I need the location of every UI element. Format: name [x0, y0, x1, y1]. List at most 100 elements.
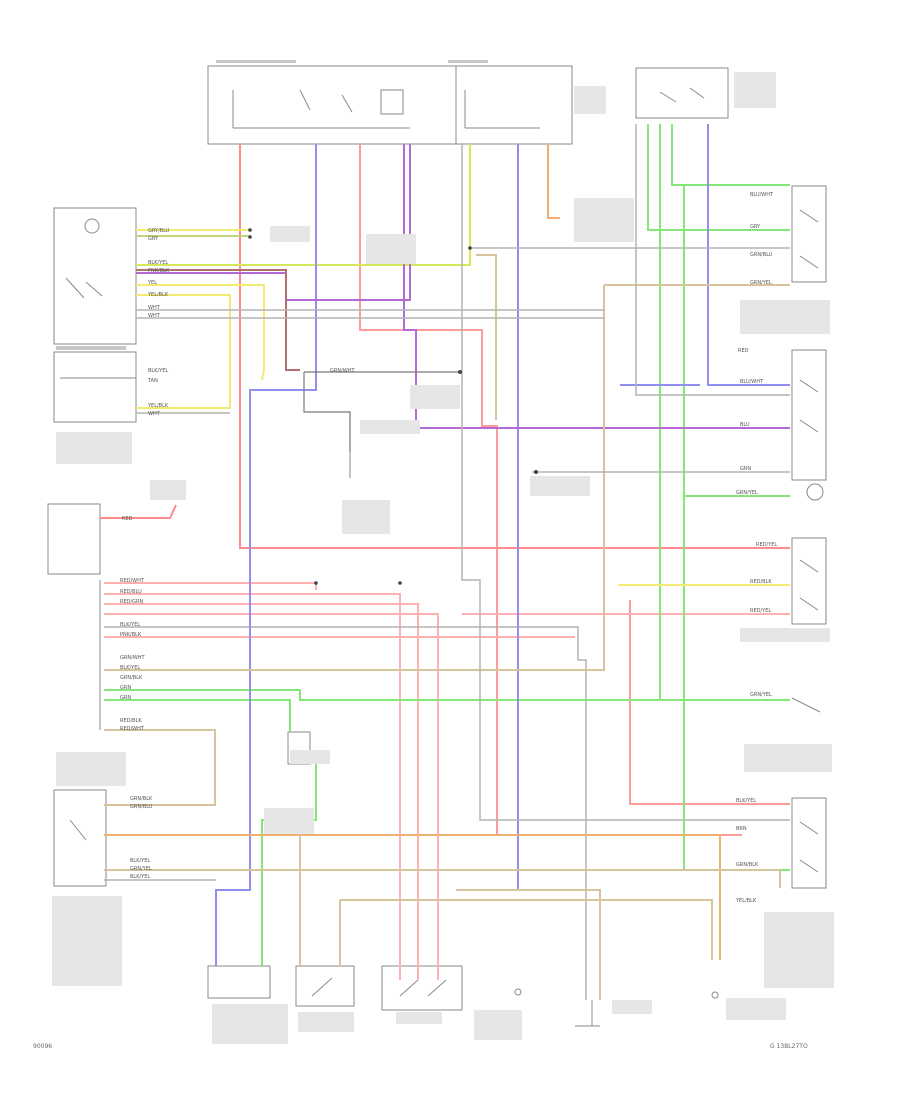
wire-code: RED/GRN: [120, 599, 144, 605]
wire-green-right-2: [647, 124, 790, 231]
wire-orange-1: [547, 144, 560, 219]
wire-code: GRN/YEL: [130, 866, 152, 872]
wire-yellow-green: [136, 144, 471, 266]
wire-red-key: [100, 504, 177, 519]
wire-yellow-1: [136, 284, 265, 381]
wire-yellow-2: [136, 294, 231, 409]
bottom-motor-unit: [207, 965, 271, 999]
wire-tan-4: [456, 889, 601, 1000]
wire-tan-1: [104, 729, 216, 806]
wire-code: GRN/YEL: [736, 490, 758, 496]
wire-code: WHT: [148, 411, 161, 417]
wire-code: GRN/YEL: [750, 692, 772, 698]
wire-code: GRN: [120, 695, 131, 701]
wire-green-main: [104, 689, 790, 701]
wire-blue-3: [707, 124, 790, 386]
figure-id: 90096: [33, 1043, 53, 1050]
wire-code: RED/YEL: [756, 542, 777, 548]
wire-gray-5b: [635, 124, 790, 396]
wire-orange-2: [104, 834, 721, 960]
wire-code: RED/BLU: [120, 589, 142, 595]
wire-code: BLK/YEL: [130, 858, 150, 864]
wire-code: BLK/YEL: [148, 260, 168, 266]
top-right-switch: [635, 67, 729, 119]
wire-code: GRN/BLU: [130, 804, 153, 810]
wire-red-right-a: [629, 600, 790, 805]
wire-code: GRN/WHT: [120, 655, 145, 661]
wire-code: PNK/BLK: [120, 632, 142, 638]
wire-code: GRN/WHT: [330, 368, 355, 374]
wire-green-short: [104, 699, 291, 732]
wire-dark-2: [303, 372, 351, 452]
wire-brown-1: [136, 269, 300, 371]
wire-tan-9: [476, 254, 497, 420]
relay-coil-box: [380, 89, 404, 115]
wire-green-right-1: [671, 124, 790, 186]
wire-code: GRN/BLK: [120, 675, 143, 681]
wire-code: RED/BLK: [120, 718, 142, 724]
wire-code: BLK/YEL: [120, 665, 140, 671]
wire-code: RED/YEL: [750, 608, 771, 614]
wire-code: YEL/BLK: [147, 292, 169, 298]
splice-points: [248, 228, 538, 585]
wire-code: GRY: [148, 236, 159, 242]
wire-code: BLU: [740, 422, 750, 428]
right-switch-bottom: [791, 797, 827, 889]
bottom-switch-a: [295, 965, 355, 1007]
wire-code: BLK/YEL: [736, 798, 756, 804]
wire-code: YEL/BLK: [735, 898, 757, 904]
wire-code: RED: [122, 516, 133, 522]
wire-green-bottom: [261, 764, 317, 966]
wire-code: RED: [738, 348, 749, 354]
wire-pink-3: [104, 603, 419, 980]
wire-pink-2: [104, 593, 401, 980]
wire-code: YEL/BLK: [147, 403, 169, 409]
wire-code: GRY: [750, 224, 761, 230]
wire-code: BLK/YEL: [148, 368, 168, 374]
central-fuse-relay-block: [207, 65, 573, 145]
wire-code: BRN: [736, 826, 747, 832]
wire-purple-1: [136, 144, 411, 301]
wire-pink-4: [104, 613, 439, 980]
wire-code: BLK/YEL: [130, 874, 150, 880]
wire-code-labels: GRY/BLU GRY BLK/YEL PNK/BLK YEL YEL/BLK …: [120, 192, 777, 904]
wire-code: BLK/YEL: [120, 622, 140, 628]
wire-code: WHT: [148, 313, 161, 319]
wire-code: GRN/BLU: [750, 252, 773, 258]
wire-purple-2: [403, 144, 790, 429]
wire-red-main: [239, 144, 790, 549]
left-upper-switch-module: [53, 207, 137, 345]
bottom-left-switch: [53, 789, 107, 887]
wire-code: YEL: [147, 280, 157, 286]
wire-code: RED/WHT: [120, 578, 145, 584]
wire-code: GRN/YEL: [750, 280, 772, 286]
wire-tan-5: [104, 869, 781, 888]
left-door-switch: [53, 351, 137, 423]
wire-code: GRN/BLK: [130, 796, 153, 802]
wire-code: GRN: [740, 466, 751, 472]
wire-code: TAN: [147, 378, 158, 384]
wire-code: PNK/BLK: [148, 268, 170, 274]
wire-tan-6: [340, 899, 713, 960]
wire-code: BLU/WHT: [750, 192, 774, 198]
right-switch-upper: [791, 185, 827, 283]
wire-code: WHT: [148, 305, 161, 311]
wire-code: GRN/BLK: [736, 862, 759, 868]
component-captions: [52, 60, 834, 1044]
left-key-cylinder: [47, 503, 101, 575]
wire-code: GRN: [120, 685, 131, 691]
figure-reference: G 13BL27TO: [770, 1043, 808, 1050]
component-outlines: [47, 65, 827, 1027]
right-switch-lower: [791, 537, 827, 625]
wire-code: RED/BLK: [750, 579, 772, 585]
wire-code: BLU/WHT: [740, 379, 764, 385]
wire-code: RED/WHT: [120, 726, 145, 732]
wire-gray-3: [461, 144, 790, 821]
right-switch-middle: [791, 349, 827, 481]
wire-tan-2: [104, 285, 605, 671]
wire-blue-1: [215, 144, 317, 966]
wire-layer: [100, 124, 790, 1000]
wire-code: GRY/BLU: [148, 228, 170, 234]
wire-gray-5: [104, 626, 587, 1000]
